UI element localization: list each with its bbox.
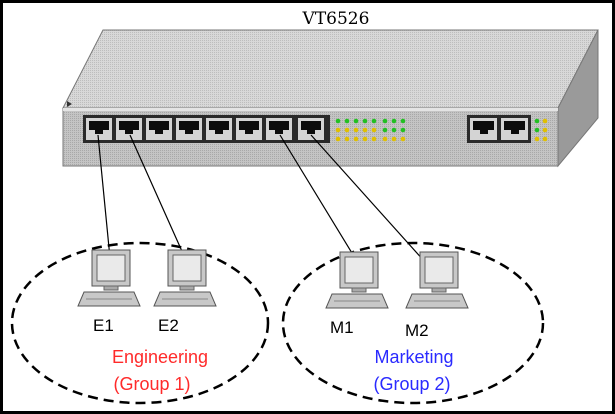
- group1-name: Engineering: [112, 347, 208, 367]
- cables: [97, 134, 426, 263]
- computer-label: M1: [330, 318, 354, 337]
- computer-icon: [325, 251, 389, 309]
- cable-e1: [97, 134, 111, 259]
- switch-front-highlight: [63, 108, 558, 111]
- computer-e2: E2: [153, 249, 217, 335]
- computer-label: E2: [158, 316, 179, 335]
- switch-label: VT6526: [302, 9, 370, 29]
- cable-m1: [279, 134, 356, 259]
- ethernet-port: [266, 118, 292, 140]
- computer-label: E1: [93, 316, 114, 335]
- cable-e2: [129, 134, 186, 259]
- computer-e1: E1: [77, 249, 141, 335]
- computer-label: M2: [405, 321, 429, 340]
- port-group-uplink: [467, 115, 548, 143]
- group2-name: Marketing: [374, 347, 453, 367]
- computer-icon: [77, 249, 141, 307]
- uplink-port: [470, 118, 497, 140]
- group2-boundary: [281, 241, 545, 405]
- ethernet-port: [116, 118, 142, 140]
- uplink-port: [501, 118, 528, 140]
- ethernet-port: [298, 118, 324, 140]
- led-panel: [335, 118, 406, 142]
- ethernet-port: [146, 118, 172, 140]
- port-group-main: [83, 115, 330, 143]
- group1-boundary: [10, 241, 270, 405]
- group2-subtitle: (Group 2): [373, 374, 450, 394]
- computer-m1: M1: [325, 251, 389, 337]
- ethernet-port: [206, 118, 232, 140]
- switch-top-face: [62, 29, 599, 109]
- switch-bracket: [67, 101, 72, 107]
- ethernet-port: [236, 118, 262, 140]
- switch: [62, 29, 599, 168]
- ethernet-port: [176, 118, 202, 140]
- computer-icon: [405, 251, 469, 309]
- cable-m2: [310, 134, 426, 263]
- computer-icon: [153, 249, 217, 307]
- ethernet-port: [86, 118, 112, 140]
- computer-m2: M2: [405, 251, 469, 340]
- group1-subtitle: (Group 1): [113, 374, 190, 394]
